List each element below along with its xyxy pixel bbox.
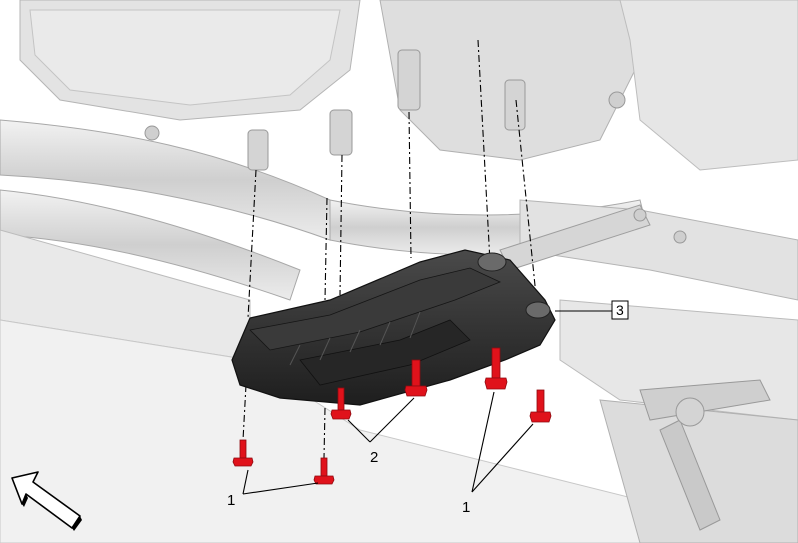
bolts	[232, 347, 552, 485]
callout-label-1-left: 1	[227, 492, 235, 509]
callout-label-2: 2	[370, 449, 378, 466]
transmission-mount-bracket	[231, 249, 556, 406]
bolt-icon	[313, 457, 335, 485]
callout-leaders	[242, 310, 612, 495]
bolt-icon	[232, 439, 254, 467]
front-direction-arrow-icon	[11, 471, 82, 531]
alignment-lines	[242, 39, 538, 459]
callout-label-3: 3	[616, 302, 624, 318]
bolt-icon	[330, 387, 352, 420]
callout-label-3-box: 3	[611, 300, 629, 320]
callout-label-1-right: 1	[462, 499, 470, 516]
bolt-icon	[484, 347, 508, 390]
bolt-icon	[529, 389, 552, 423]
bolt-icon	[404, 359, 428, 397]
